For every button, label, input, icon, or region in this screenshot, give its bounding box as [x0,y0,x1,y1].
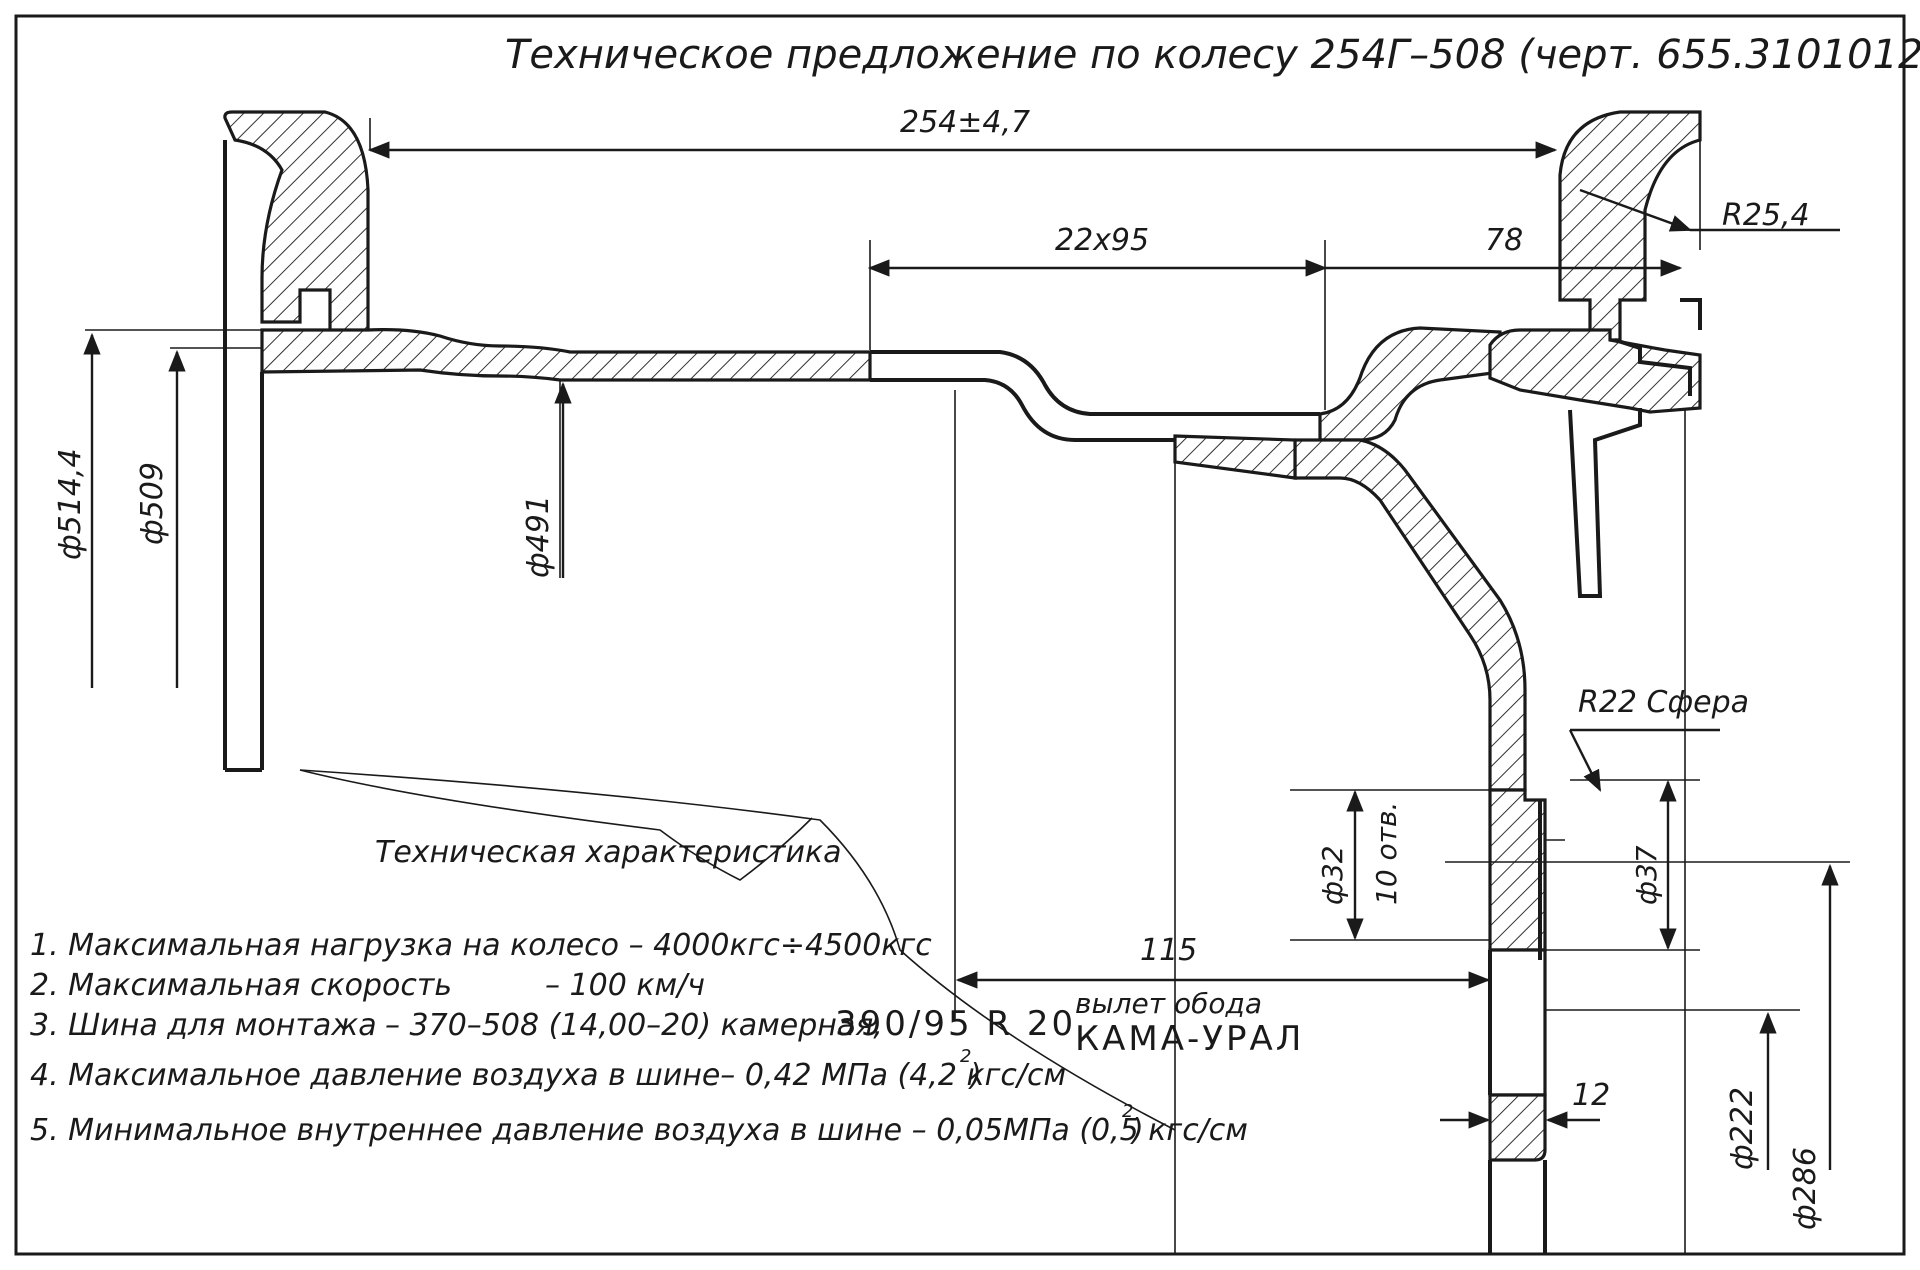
dim-dia-hole-seat: ф37 [1630,845,1663,905]
dim-seat-width: 22x95 [1055,223,1149,258]
rim-section [223,110,1702,1254]
dim-sphere-radius: R22 Сфера [1578,685,1749,720]
spec-handwritten-brand: КАМА-УРАЛ [1075,1019,1304,1059]
dim-dia-bolt-circle: ф286 [1788,1147,1823,1230]
spec-speed-value: – 100 км/ч [545,968,705,1003]
dim-dia-bead-seat: ф514,4 [53,448,88,560]
dim-offset-label: вылет обода [1075,987,1262,1020]
dim-holes-count: 10 отв. [1370,802,1403,905]
dim-dia-rim: ф509 [135,462,170,545]
dimension-lines [83,141,1840,1170]
spec-item-3: 3. Шина для монтажа [30,1008,377,1043]
spec-item-1: 1. Максимальная нагрузка на колесо – 400… [30,928,932,963]
spec-item-5-paren: ) [1130,1113,1144,1148]
dim-flange-radius: R25,4 [1722,198,1810,233]
spec-block: Техническая характеристика 1. Максимальн… [30,835,1304,1148]
spec-item-5-sup: 2 [1122,1101,1133,1122]
spec-item-4-sup: 2 [960,1046,971,1067]
spec-item-4-paren: ) [968,1058,982,1093]
dim-dia-well: ф491 [521,495,556,578]
spec-item-5: 5. Минимальное внутреннее давление возду… [30,1113,1248,1148]
dim-disc-thickness: 12 [1572,1078,1610,1113]
spec-tyre-value: – 370–508 (14,00–20) камерная, [385,1008,883,1043]
dim-flange-offset: 78 [1485,223,1523,258]
spec-item-4: 4. Максимальное давление воздуха в шине–… [30,1058,1066,1093]
spec-item-2: 2. Максимальная скорость [30,968,452,1003]
dim-dia-bolt-hole: ф32 [1316,845,1349,905]
spec-handwritten-size: 390/95 R 20 [835,1004,1076,1044]
dim-dia-centre-bore: ф222 [1725,1087,1760,1170]
construction-lines [85,112,1850,1254]
spec-heading: Техническая характеристика [375,835,842,870]
drawing-frame [14,14,1906,1256]
drawing-title: Техническое предложение по колесу 254Г–5… [505,32,1920,78]
dim-offset-value: 115 [1140,933,1197,968]
dim-rim-width: 254±4,7 [900,105,1030,140]
